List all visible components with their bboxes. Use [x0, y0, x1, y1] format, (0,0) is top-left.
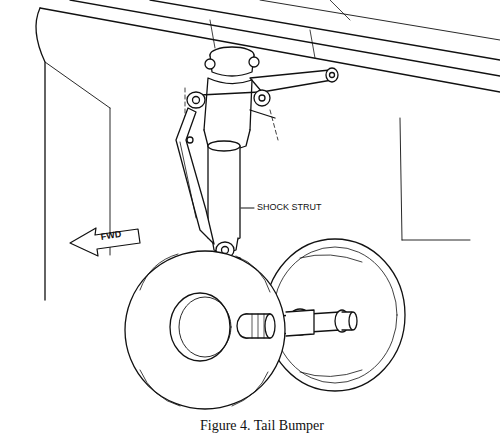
part-label: SHOCK STRUT [257, 203, 322, 213]
figure-caption: Figure 4. Tail Bumper [200, 418, 324, 433]
